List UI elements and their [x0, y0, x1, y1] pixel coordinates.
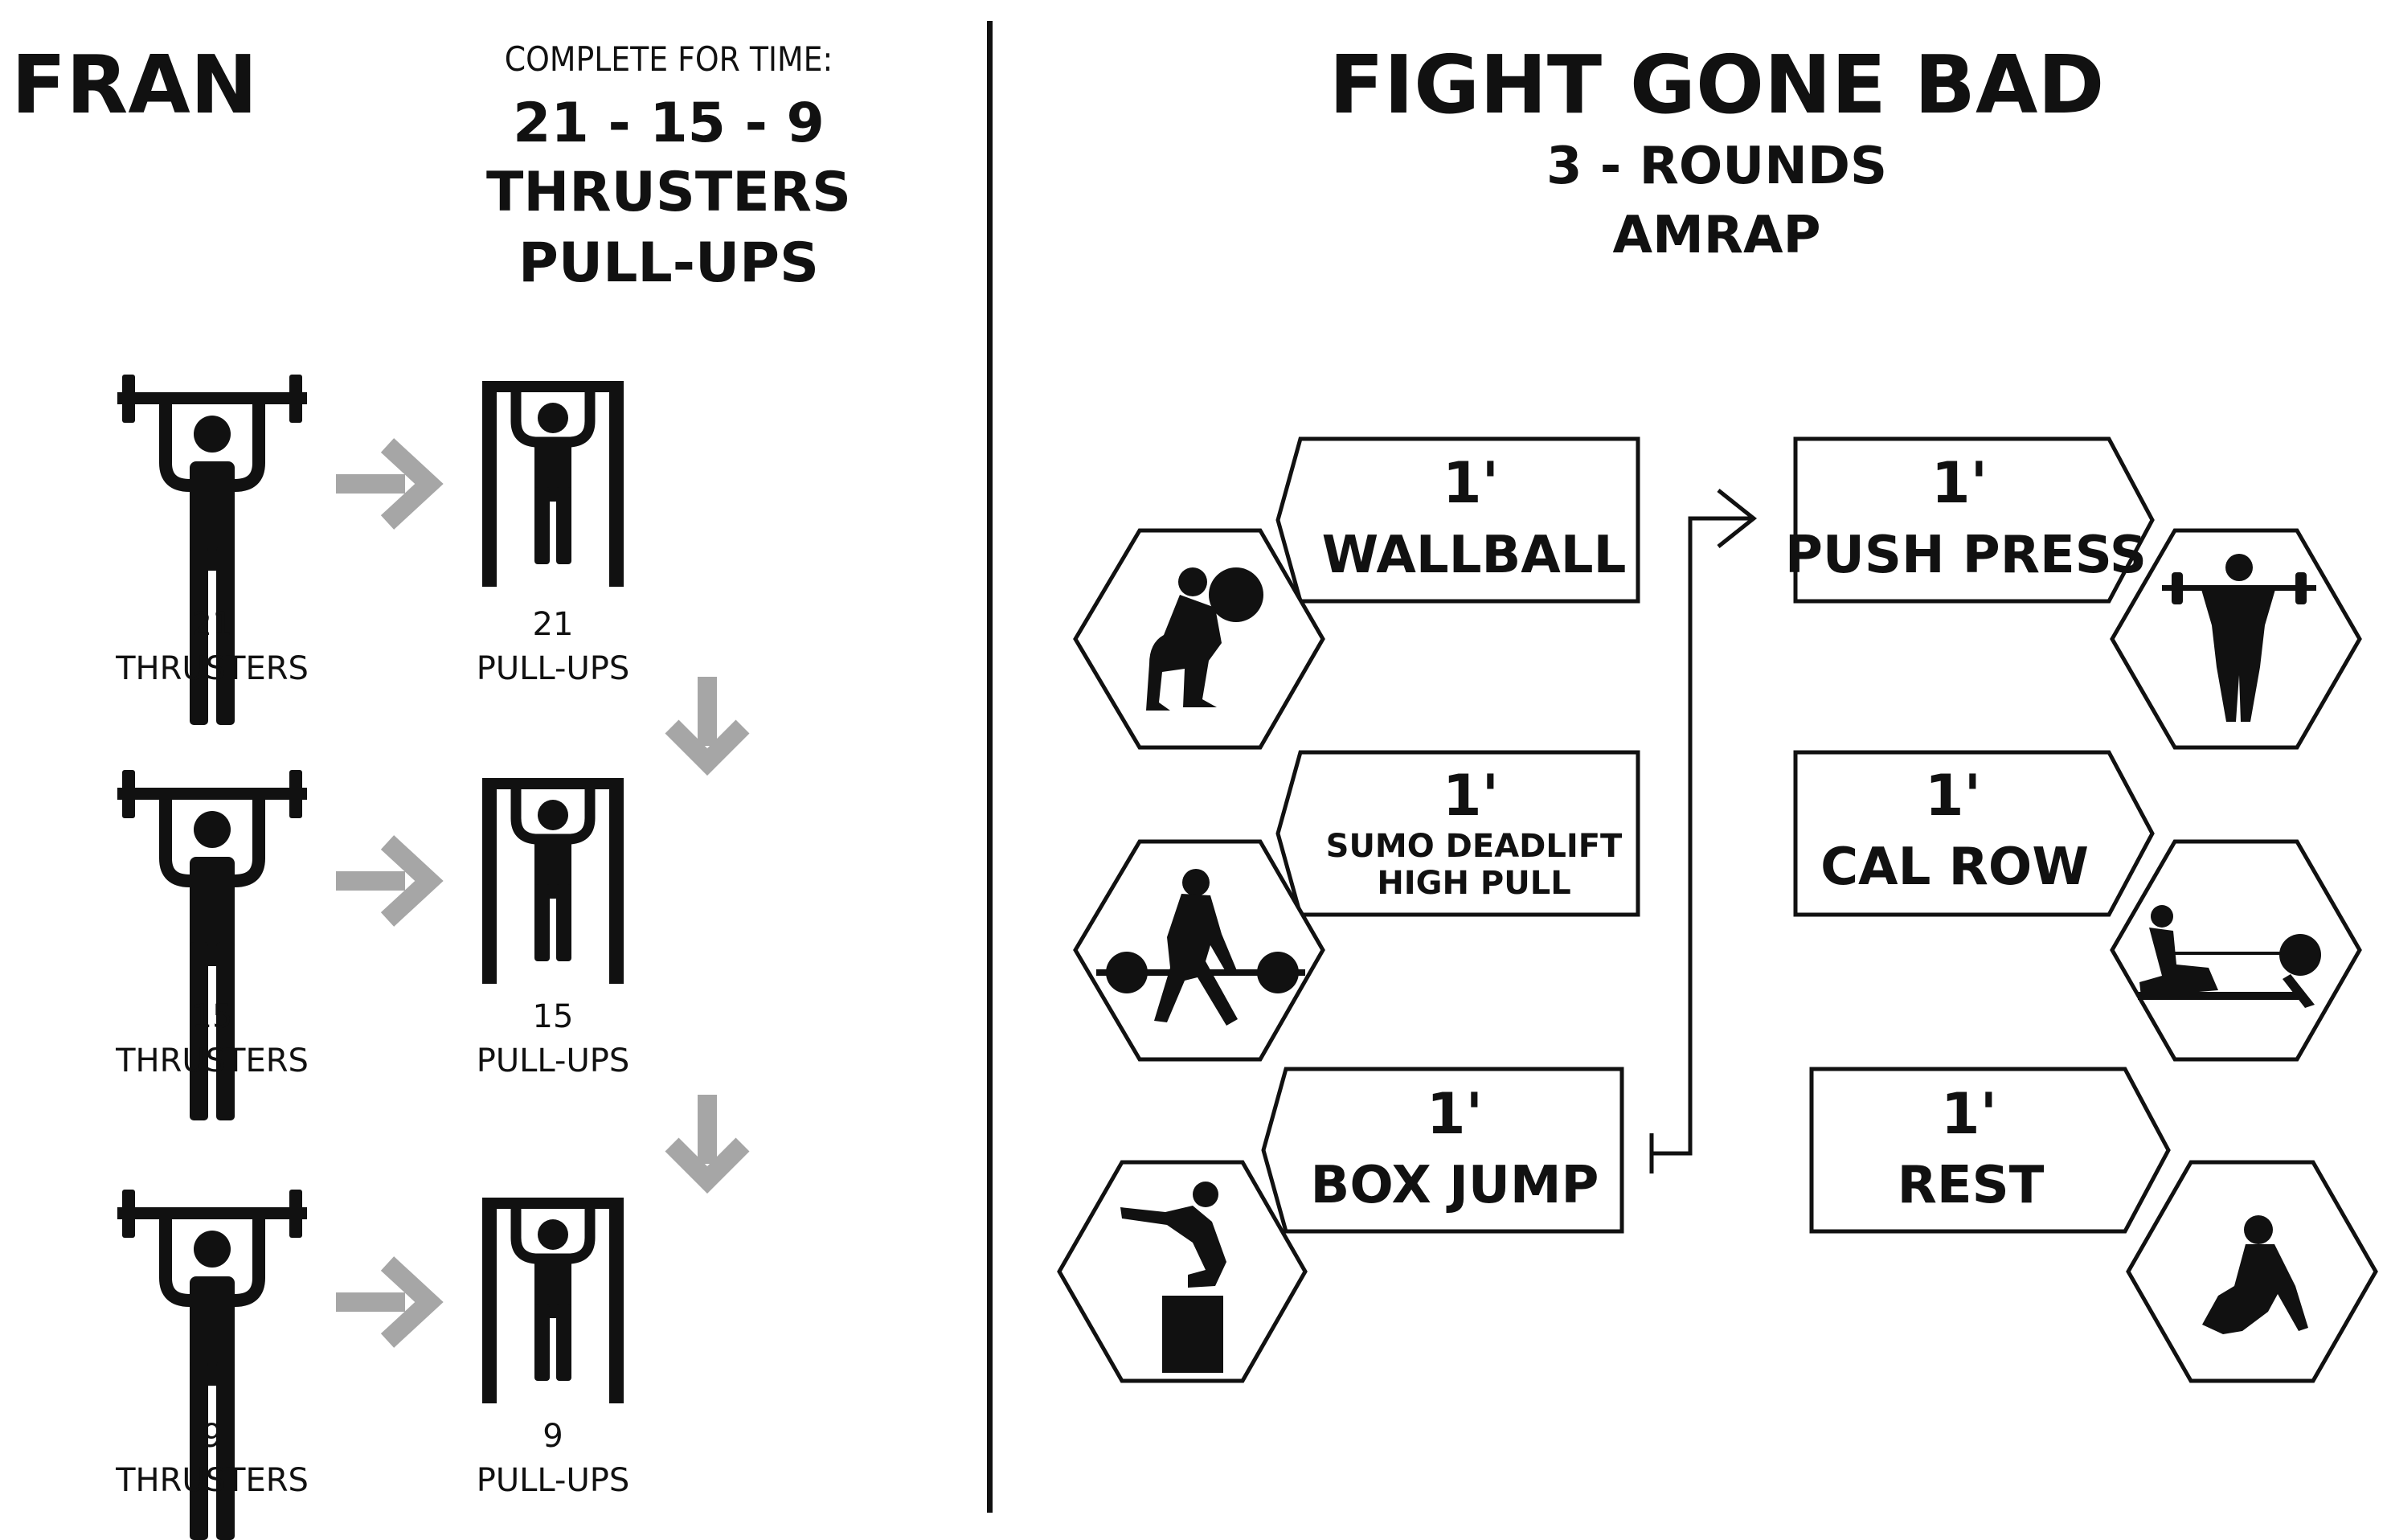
arrow-right-icon	[336, 1264, 429, 1341]
icon-hexagon	[2110, 839, 2362, 1062]
fran-instruction: COMPLETE FOR TIME:	[505, 39, 833, 79]
fran-exercise-2: PULL-UPS	[518, 231, 819, 295]
station-cal-row: 1' CAL ROW	[1793, 750, 2362, 1062]
pullup-reps: 15	[533, 998, 574, 1035]
fgb-format: AMRAP	[1613, 206, 1821, 265]
wallball-icon	[1146, 567, 1263, 711]
box-jump-icon	[1120, 1182, 1226, 1373]
pullup-label: PULL-UPS	[477, 650, 630, 687]
station-label-box	[1793, 436, 2155, 604]
station-label-box	[1275, 436, 1640, 604]
push-press-icon	[2162, 554, 2316, 722]
pullup-reps: 9	[542, 1418, 563, 1455]
fgb-rounds: 3 - ROUNDS	[1546, 137, 1887, 196]
station-connector	[1649, 489, 1758, 1173]
thruster-reps: 15	[192, 998, 233, 1035]
fgb-title: FIGHT GONE BAD	[1329, 38, 2105, 132]
station-time: 1'	[1443, 763, 1499, 829]
station-time: 1'	[1931, 450, 1988, 516]
fran-rep-scheme: 21 - 15 - 9	[513, 92, 825, 155]
arrow-right-icon	[336, 445, 429, 522]
station-wallball: 1' WALLBALL	[1073, 436, 1640, 750]
pull-up-icon	[482, 778, 624, 984]
station-label-box	[1261, 1067, 1624, 1234]
pullup-label: PULL-UPS	[477, 1462, 630, 1499]
station-name: BOX JUMP	[1311, 1156, 1599, 1215]
arrow-right-icon	[336, 842, 429, 919]
thruster-reps: 9	[202, 1418, 222, 1455]
station-label-box	[1793, 750, 2155, 917]
fran-title: FRAN	[11, 38, 257, 132]
fran-exercise-1: THRUSTERS	[486, 161, 851, 224]
station-sumo-deadlift-high-pull: 1' SUMO DEADLIFT HIGH PULL	[1073, 750, 1640, 1062]
station-label-box	[1809, 1067, 2171, 1234]
station-name: WALLBALL	[1322, 526, 1627, 585]
station-time: 1'	[1925, 763, 1981, 829]
fran-round-2: 15 THRUSTERS 15 PULL-UPS	[115, 770, 629, 1120]
station-name-line-1: SUMO DEADLIFT	[1326, 828, 1623, 865]
station-label-box	[1275, 750, 1640, 917]
pullup-label: PULL-UPS	[477, 1042, 630, 1079]
station-time: 1'	[1941, 1081, 1997, 1147]
arrow-down-icon	[672, 677, 743, 762]
arrow-down-icon	[672, 1095, 743, 1180]
section-divider	[987, 21, 993, 1513]
pullup-reps: 21	[533, 606, 574, 643]
fran-round-3: 9 THRUSTERS 9 PULL-UPS	[115, 1190, 629, 1540]
station-name: REST	[1898, 1156, 2045, 1215]
station-box-jump: 1' BOX JUMP	[1057, 1067, 1624, 1383]
thruster-label: THRUSTERS	[115, 1042, 309, 1079]
station-push-press: 1' PUSH PRESS	[1785, 436, 2362, 750]
pull-up-icon	[482, 1198, 624, 1403]
fran-round-1: 21 THRUSTERS 21 PULL-UPS	[115, 375, 629, 725]
rowing-icon	[2138, 905, 2321, 1008]
station-rest: 1' REST	[1809, 1067, 2378, 1383]
station-name-line-2: HIGH PULL	[1377, 865, 1570, 902]
rest-icon	[2202, 1215, 2308, 1334]
thruster-reps: 21	[192, 606, 233, 643]
thruster-label: THRUSTERS	[115, 650, 309, 687]
thruster-label: THRUSTERS	[115, 1462, 309, 1499]
station-name: CAL ROW	[1820, 838, 2089, 897]
icon-hexagon	[1057, 1160, 1308, 1383]
pull-up-icon	[482, 381, 624, 587]
sumo-deadlift-icon	[1096, 869, 1305, 1026]
station-time: 1'	[1443, 450, 1499, 516]
station-time: 1'	[1427, 1081, 1483, 1147]
station-name: PUSH PRESS	[1785, 526, 2147, 585]
